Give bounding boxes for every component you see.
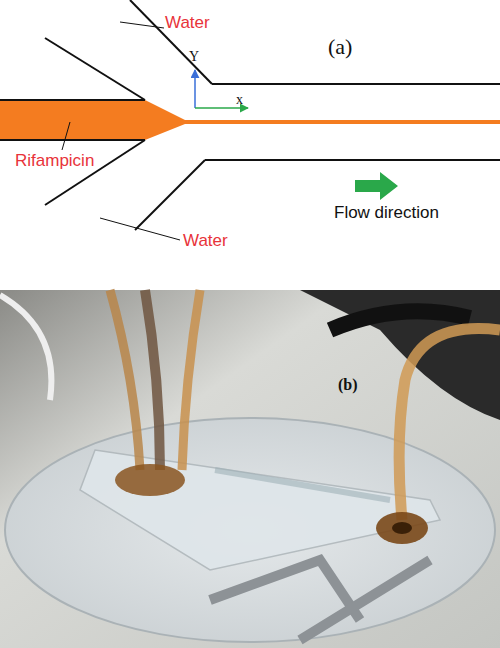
device-photo <box>0 290 500 648</box>
tube <box>110 290 140 470</box>
flow-arrow <box>355 172 398 200</box>
channel-wall <box>45 38 145 100</box>
panel-label: (b) <box>338 377 358 393</box>
clamp <box>300 560 430 640</box>
channel-wall <box>205 159 500 161</box>
channel-wall <box>0 139 145 141</box>
tube-clear <box>0 295 51 400</box>
x-axis <box>195 107 248 109</box>
tube <box>145 290 160 470</box>
tube <box>399 329 500 520</box>
inlet-label: Water <box>165 14 210 31</box>
channel-wall <box>212 83 500 85</box>
tube <box>182 290 200 470</box>
outlet-hole <box>392 522 412 534</box>
glass-chip <box>80 450 440 570</box>
channel-wall <box>130 0 212 84</box>
channel-schematic <box>0 0 500 240</box>
axis-label: Y <box>189 50 199 64</box>
chip-channel <box>215 470 390 500</box>
leader-line <box>100 218 180 240</box>
outlet-port <box>376 512 428 544</box>
rifampicin-stream <box>0 100 500 140</box>
clamp <box>210 560 360 620</box>
channel-wall <box>0 99 145 101</box>
axis-label: x <box>236 93 243 107</box>
petri-dish <box>5 418 495 642</box>
inlet-label: Water <box>183 232 228 249</box>
leader-line <box>120 22 164 28</box>
channel-wall <box>135 160 205 230</box>
y-axis <box>194 70 196 108</box>
leader-line <box>62 122 70 150</box>
photo-background <box>0 290 500 648</box>
inlet-port <box>115 464 185 496</box>
panel-label: (a) <box>328 36 352 58</box>
channel-wall <box>45 140 145 205</box>
flow-label: Flow direction <box>334 204 439 221</box>
inlet-label: Rifampicin <box>15 152 94 169</box>
